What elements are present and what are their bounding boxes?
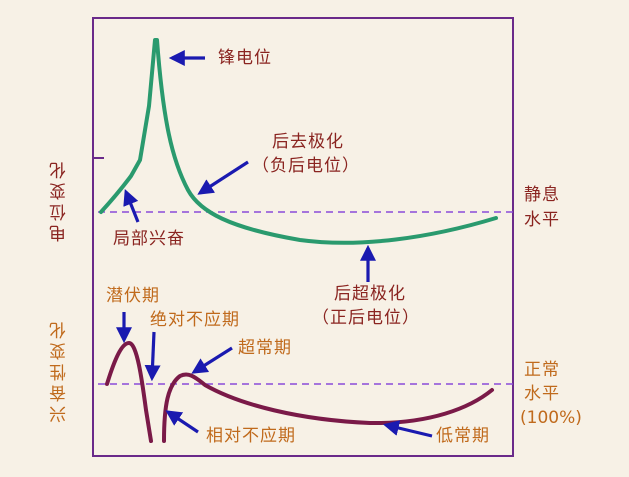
label-normal-level: 正常 (524, 360, 560, 380)
arrow-absolute-refractory (144, 331, 161, 382)
arrow-supernormal (191, 346, 233, 374)
label-repolarization-note: （负后电位） (252, 156, 360, 176)
label-hyperpolarization-note: （正后电位） (312, 308, 420, 328)
label-normal-level-2: 水平 (524, 384, 560, 404)
label-local-excitation: 局部兴奋 (113, 229, 185, 249)
diagram-frame (92, 17, 514, 457)
label-hyperpolarization: 后超极化 (334, 284, 406, 304)
excitability-curve (105, 341, 153, 443)
excitability-recovery-curve (162, 372, 494, 443)
label-absolute-refractory: 绝对不应期 (150, 310, 240, 330)
label-latent: 潜伏期 (106, 286, 160, 306)
label-spike: 锋电位 (218, 48, 272, 68)
label-repolarization: 后去极化 (272, 132, 344, 152)
label-resting-level: 静息 (524, 185, 560, 205)
arrow-local-excitation (123, 189, 140, 223)
label-relative-refractory: 相对不应期 (206, 426, 296, 446)
y-axis-label-potential: 电位变化 (50, 158, 70, 242)
label-normal-level-3: (100%) (520, 408, 582, 428)
arrow-repolarization (197, 160, 249, 195)
arrow-subnormal (382, 420, 433, 438)
label-resting-level-2: 水平 (524, 210, 560, 230)
label-supernormal: 超常期 (238, 338, 292, 358)
y-axis-label-excitability: 兴奋性变化 (50, 318, 70, 423)
membrane-potential-curve (99, 38, 498, 245)
arrow-relative-refractory (165, 410, 199, 434)
label-subnormal: 低常期 (436, 426, 490, 446)
